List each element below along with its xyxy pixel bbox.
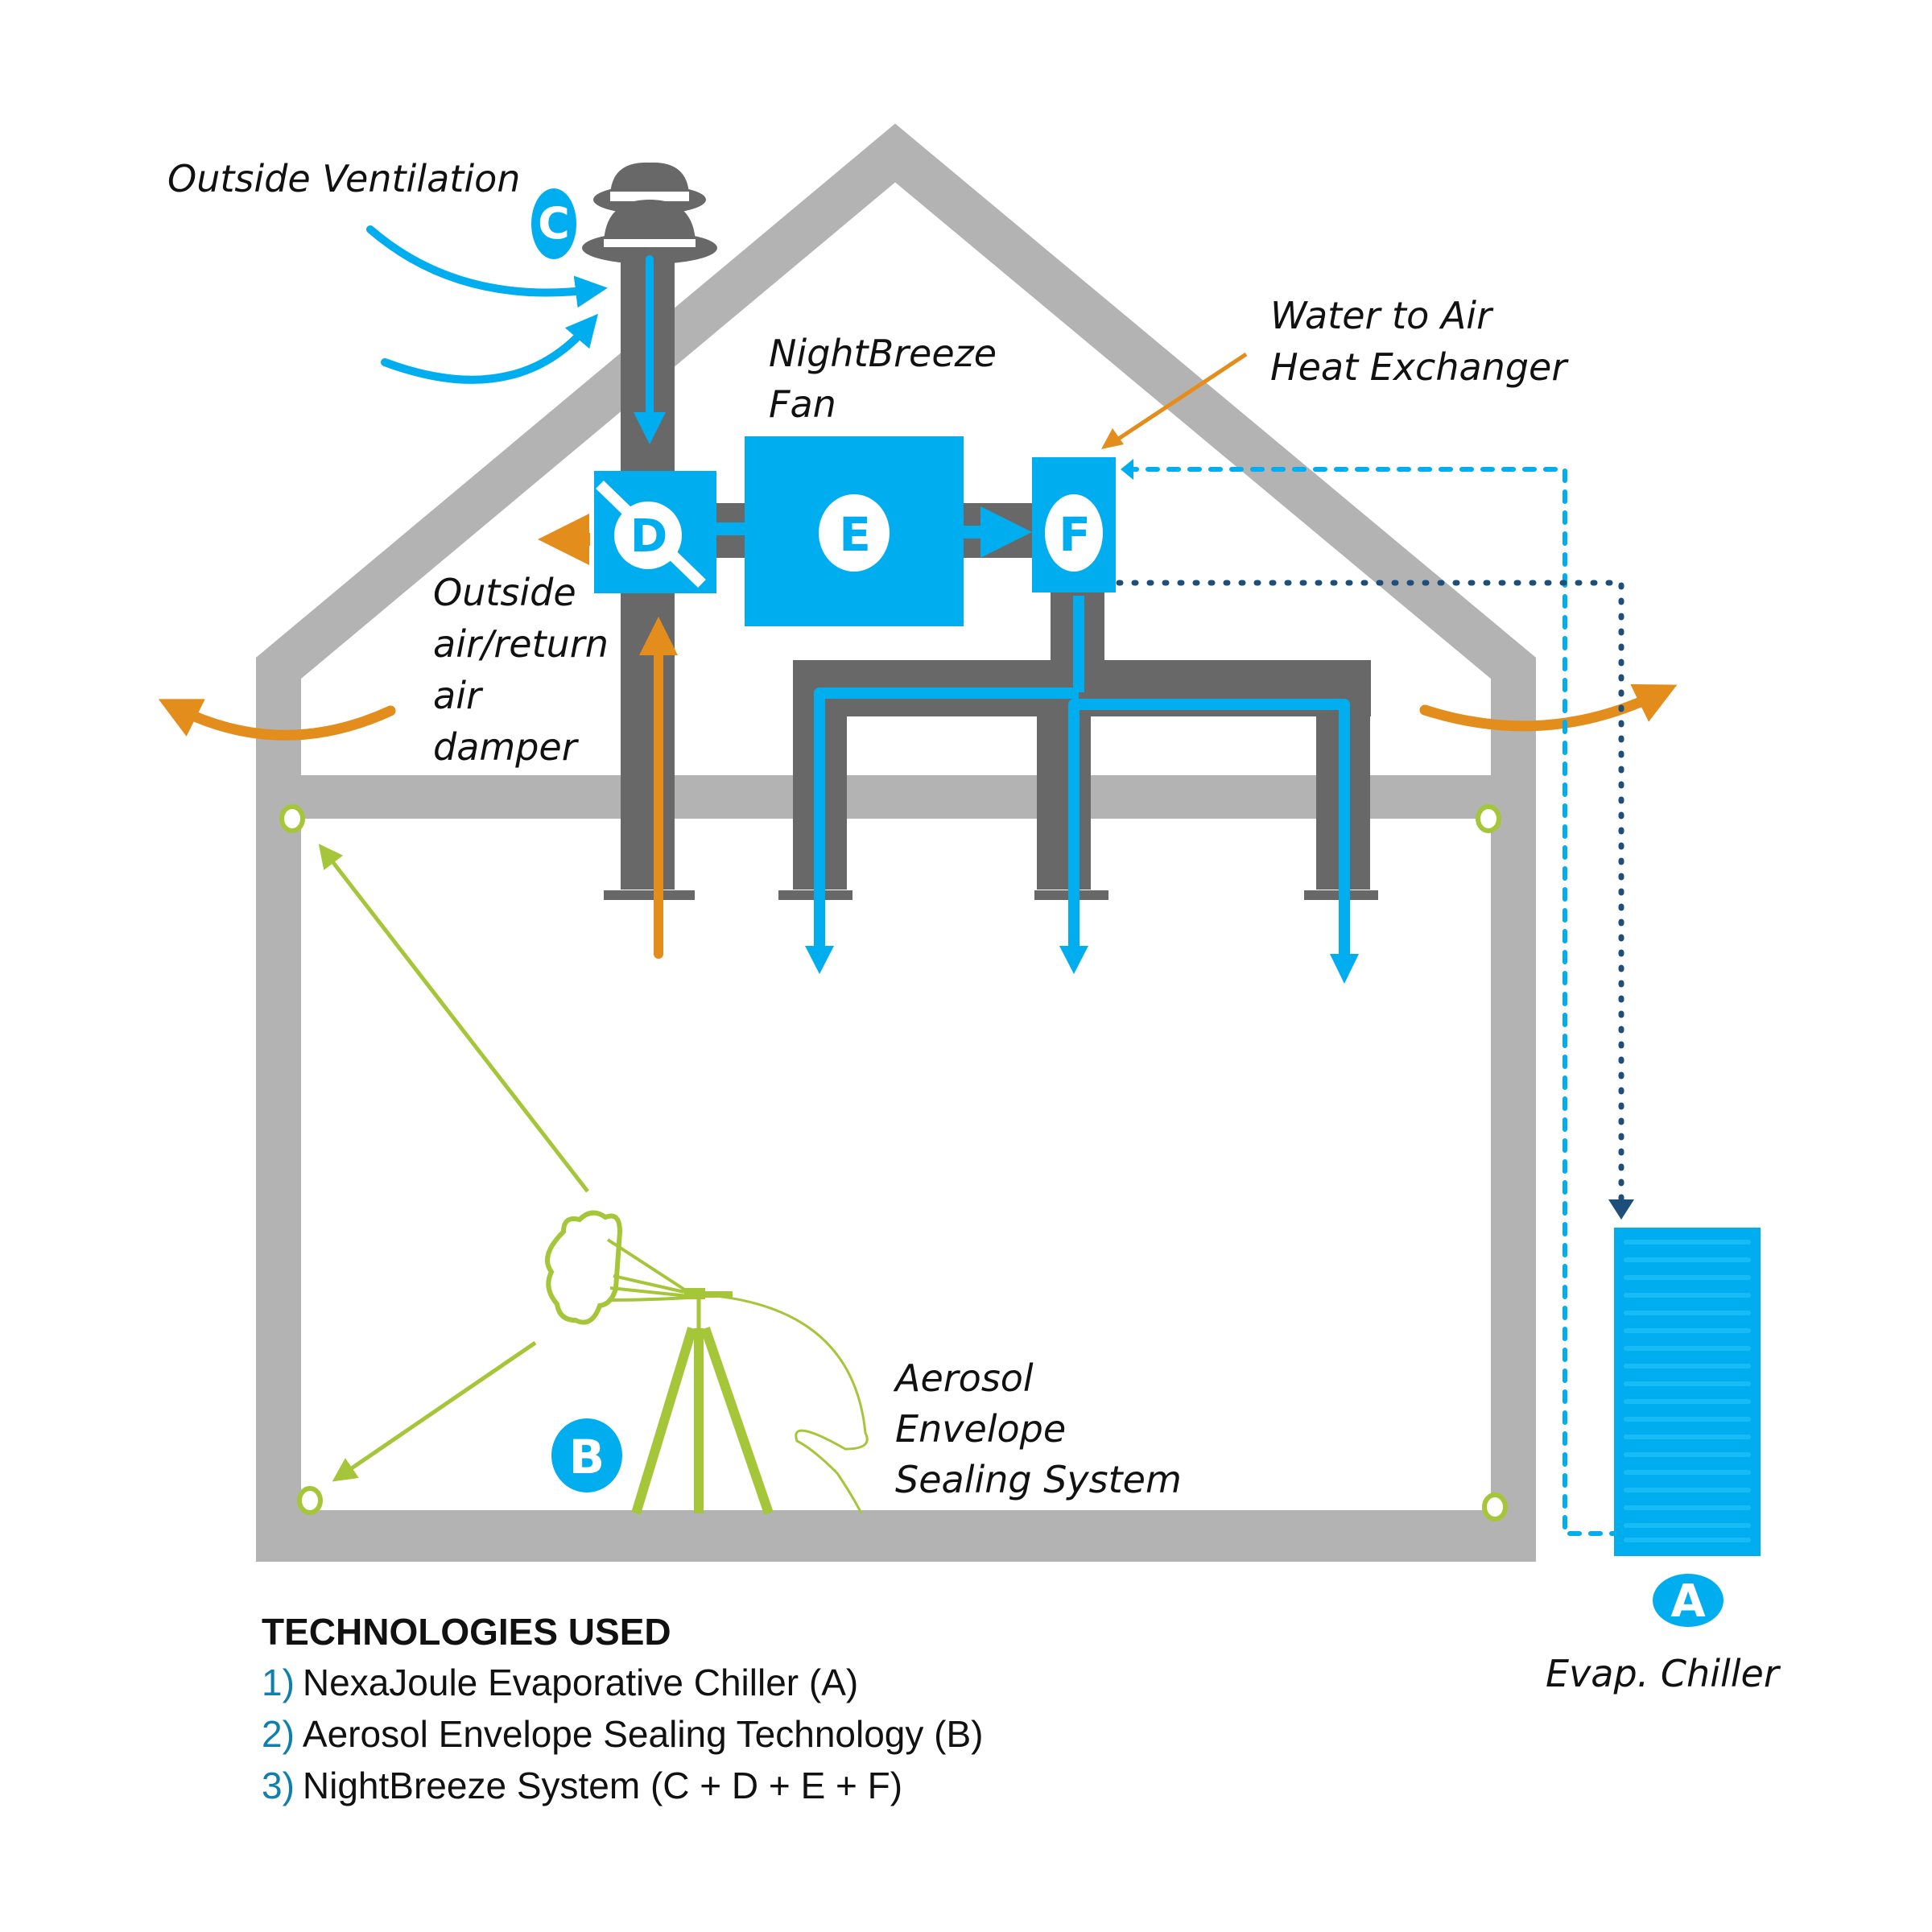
legend-item: 2)Aerosol Envelope Sealing Technology (B… <box>262 1708 983 1760</box>
chilled-water-supply-line <box>1125 467 1616 1536</box>
roof-vent-cap-icon <box>582 162 717 264</box>
svg-text:Water to Air: Water to Air <box>1270 294 1494 337</box>
svg-text:air: air <box>433 674 484 717</box>
svg-text:C: C <box>538 198 570 249</box>
svg-text:B: B <box>569 1430 605 1484</box>
legend-item-number: 3) <box>262 1765 295 1806</box>
sealant-arrow-down <box>332 1340 537 1482</box>
sealant-arrow-up <box>318 844 589 1193</box>
svg-text:E: E <box>839 507 871 562</box>
leak-point-icon <box>279 804 1508 1521</box>
svg-text:Heat Exchanger: Heat Exchanger <box>1270 345 1569 389</box>
badge-c: C <box>531 188 576 259</box>
legend-item-number: 1) <box>262 1662 295 1703</box>
svg-text:NightBreeze: NightBreeze <box>769 332 997 375</box>
legend-item-text: Aerosol Envelope Sealing Technology (B) <box>302 1713 984 1755</box>
label-damper: Outside air/return air damper <box>433 571 609 769</box>
svg-text:A: A <box>1670 1575 1706 1628</box>
label-aerosol: Aerosol Envelope Sealing System <box>893 1356 1182 1501</box>
svg-text:Sealing System: Sealing System <box>895 1458 1182 1501</box>
aerosol-sprayer-tripod-icon <box>545 1210 869 1515</box>
supply-line-arrowhead <box>1121 459 1133 480</box>
ground-floor-beam <box>256 1510 1536 1552</box>
flow-d-to-e <box>716 522 747 535</box>
left-exhaust-arrow <box>158 699 396 741</box>
legend-item-number: 2) <box>262 1713 295 1755</box>
svg-text:Outside: Outside <box>433 571 576 614</box>
legend-item: 3)NightBreeze System (C + D + E + F) <box>262 1760 983 1811</box>
heat-exchanger-icon: F <box>1032 457 1116 592</box>
fan-unit-icon: E <box>745 436 964 626</box>
return-line-arrowhead <box>1608 1199 1634 1220</box>
svg-text:damper: damper <box>433 725 580 769</box>
badge-b: B <box>551 1418 622 1492</box>
svg-text:Aerosol: Aerosol <box>893 1356 1034 1400</box>
right-exhaust-arrow <box>1419 683 1678 732</box>
svg-text:Fan: Fan <box>769 382 836 426</box>
svg-text:Envelope: Envelope <box>895 1407 1066 1451</box>
ventilation-inflow-arrow-2 <box>381 313 599 384</box>
badge-a: A <box>1653 1574 1724 1628</box>
return-grille-base <box>604 890 678 900</box>
supply-outlet-arrowheads <box>805 946 1359 984</box>
technologies-legend: TECHNOLOGIES USED 1)NexaJoule Evaporativ… <box>262 1610 983 1811</box>
supply-flow-arrows <box>814 596 1350 958</box>
label-outside-ventilation: Outside Ventilation <box>167 157 520 200</box>
legend-title: TECHNOLOGIES USED <box>262 1611 671 1653</box>
svg-text:F: F <box>1059 507 1091 562</box>
legend-item-text: NightBreeze System (C + D + E + F) <box>302 1765 903 1806</box>
return-duct <box>621 592 675 890</box>
svg-text:air/return: air/return <box>433 622 609 666</box>
label-evap-chiller: Evap. Chiller <box>1546 1652 1781 1695</box>
legend-item-text: NexaJoule Evaporative Chiller (A) <box>302 1662 859 1703</box>
return-water-line <box>1116 580 1624 1203</box>
label-nightbreeze-fan: NightBreeze Fan <box>769 332 997 426</box>
label-heat-exchanger: Water to Air Heat Exchanger <box>1270 294 1569 389</box>
svg-text:D: D <box>630 510 667 563</box>
legend-item: 1)NexaJoule Evaporative Chiller (A) <box>262 1657 983 1708</box>
heat-exchanger-pointer-head <box>1101 428 1124 449</box>
house-outline <box>256 123 1536 1562</box>
ventilation-inflow-arrow-1 <box>366 225 608 308</box>
evaporative-chiller-icon <box>1614 1228 1761 1556</box>
heat-exchanger-pointer <box>1111 352 1248 445</box>
damper-icon: D <box>594 471 716 593</box>
